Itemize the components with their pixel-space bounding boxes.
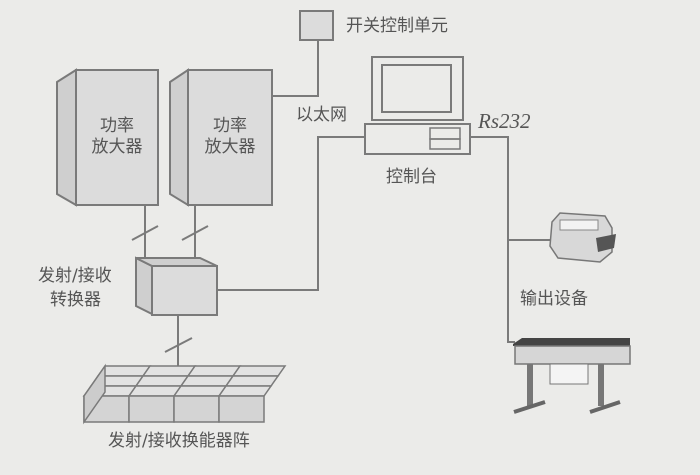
array-element-top (96, 365, 152, 377)
transducer-array (82, 363, 287, 425)
amp1-label-line1: 功率 (100, 116, 134, 136)
switch-control-unit: 开关控制单元 (299, 10, 448, 41)
amp2-label-line2: 放大器 (205, 137, 256, 157)
rs232-label: Rs232 (477, 109, 531, 133)
converter-label-line2: 转换器 (50, 290, 101, 310)
array-element-front (128, 395, 175, 423)
array-element-front (218, 395, 265, 423)
bus-slash-1 (131, 225, 159, 241)
power-amplifier-1: 功率 放大器 (56, 68, 159, 207)
array-element-top (141, 365, 197, 377)
array-element-top (134, 375, 190, 387)
array-element-top (172, 385, 228, 397)
array-element-top (186, 365, 242, 377)
amp2-label-line1: 功率 (213, 116, 247, 136)
array-element-top (179, 375, 235, 387)
plotter-icon (513, 338, 631, 414)
amp1-label-line2: 放大器 (92, 137, 143, 157)
array-element-top (217, 385, 273, 397)
tx-rx-converter: 发射/接收 转换器 (38, 256, 218, 316)
switch-unit-label: 开关控制单元 (346, 16, 448, 36)
console-label: 控制台 (386, 167, 437, 187)
array-element-top (231, 365, 287, 377)
array-element-top (127, 385, 183, 397)
transducer-array-label: 发射/接收换能器阵 (108, 431, 250, 451)
array-side (83, 363, 106, 425)
link-console-to-converter (217, 136, 365, 291)
bus-slash-2 (181, 225, 209, 241)
output-device-label: 输出设备 (520, 289, 588, 309)
bus-slash-3 (164, 337, 193, 353)
power-amplifier-2: 功率 放大器 (169, 68, 273, 207)
printer-icon (549, 212, 616, 263)
array-element-top (224, 375, 280, 387)
link-amp-to-switch (272, 40, 319, 97)
ethernet-label: 以太网 (296, 105, 347, 125)
converter-label-line1: 发射/接收 (38, 266, 112, 286)
array-element-front (173, 395, 220, 423)
console-computer: 控制台 (364, 56, 471, 187)
